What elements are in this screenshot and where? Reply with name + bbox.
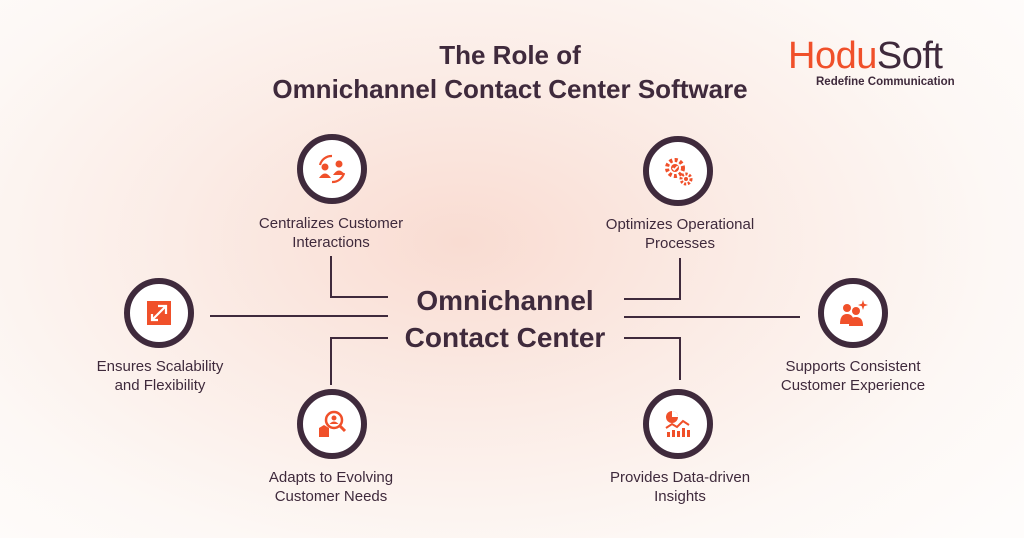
scalability-node-circle: [124, 278, 194, 348]
centralizes-label-line-2: Interactions: [292, 234, 370, 251]
expand-arrow-icon: [147, 301, 171, 325]
scalability-label: Ensures Scalability and Flexibility: [60, 357, 260, 395]
center-line-1: Omnichannel: [416, 285, 594, 316]
optimizes-label-line-2: Processes: [644, 235, 716, 252]
adapts-label-line-1: Adapts to Evolving: [268, 469, 394, 486]
centralizes-label-line-1: Centralizes Customer: [258, 215, 404, 232]
insights-label-line-1: Provides Data-driven: [609, 469, 751, 486]
adapts-label-line-2: Customer Needs: [274, 488, 388, 505]
logo-wordmark: HoduSoft: [788, 36, 988, 76]
connector-adapts: [330, 337, 388, 385]
center-title: Omnichannel Contact Center: [370, 284, 640, 355]
title-line-2: Omnichannel Contact Center Software: [272, 74, 748, 104]
insights-node-circle: [643, 389, 713, 459]
centralizes-label: Centralizes Customer Interactions: [226, 214, 436, 252]
people-exchange-icon: [318, 154, 346, 184]
analytics-chart-icon: [665, 411, 690, 437]
consistent-label-line-2: Customer Experience: [780, 377, 926, 394]
adapts-node-circle: [297, 389, 367, 459]
optimizes-label-line-1: Optimizes Operational: [605, 216, 755, 233]
customer-star-icon: [840, 300, 868, 326]
hodusoft-logo: HoduSoft Redefine Communication: [788, 36, 988, 88]
insights-label-line-2: Insights: [654, 488, 706, 505]
title-line-1: The Role of: [439, 40, 581, 70]
page-title: The Role of Omnichannel Contact Center S…: [200, 38, 820, 106]
adapts-label: Adapts to Evolving Customer Needs: [226, 468, 436, 506]
center-line-2: Contact Center: [404, 322, 606, 353]
connector-optimizes: [624, 258, 681, 300]
gears-icon: [665, 158, 693, 186]
insights-label: Provides Data-driven Insights: [575, 468, 785, 506]
logo-brand-part2: Soft: [876, 35, 943, 77]
logo-brand-part1: Hodu: [788, 35, 877, 77]
consistent-label: Supports Consistent Customer Experience: [758, 357, 948, 395]
connector-insights: [624, 337, 681, 380]
centralizes-node-circle: [297, 134, 367, 204]
search-person-icon: [319, 410, 347, 437]
optimizes-node-circle: [643, 136, 713, 206]
consistent-label-line-1: Supports Consistent: [785, 358, 921, 375]
scalability-label-line-2: and Flexibility: [114, 377, 206, 394]
consistent-node-circle: [818, 278, 888, 348]
scalability-label-line-1: Ensures Scalability: [96, 358, 224, 375]
logo-tagline: Redefine Communication: [816, 76, 955, 88]
optimizes-label: Optimizes Operational Processes: [575, 215, 785, 253]
connector-centralizes: [330, 256, 388, 298]
